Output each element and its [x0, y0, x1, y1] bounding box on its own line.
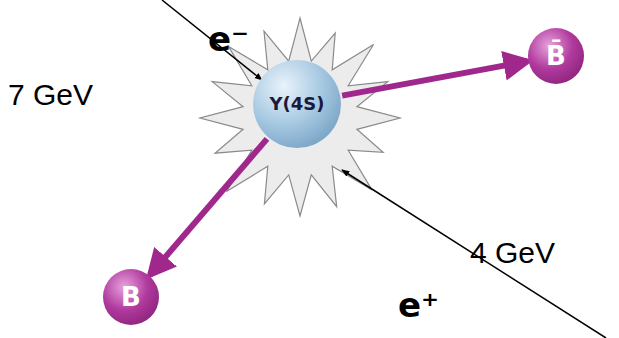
decay-arrow — [342, 61, 527, 95]
upsilon-resonance: Υ(4S) — [253, 60, 341, 148]
node-label: B̄ — [546, 43, 566, 69]
beam-energy: 7 GeV — [8, 80, 93, 110]
decay-arrow — [150, 139, 267, 275]
electron-beam — [162, 0, 262, 80]
b-bar-meson: B̄ — [528, 28, 584, 84]
particle-name: e⁺ — [398, 288, 439, 322]
particle-name: e⁻ — [208, 22, 249, 56]
b-meson: B — [103, 269, 159, 325]
node-label: B — [121, 284, 141, 310]
beam-energy: 4 GeV — [470, 238, 555, 268]
positron-beam — [342, 170, 606, 338]
node-label: Υ(4S) — [270, 95, 325, 113]
